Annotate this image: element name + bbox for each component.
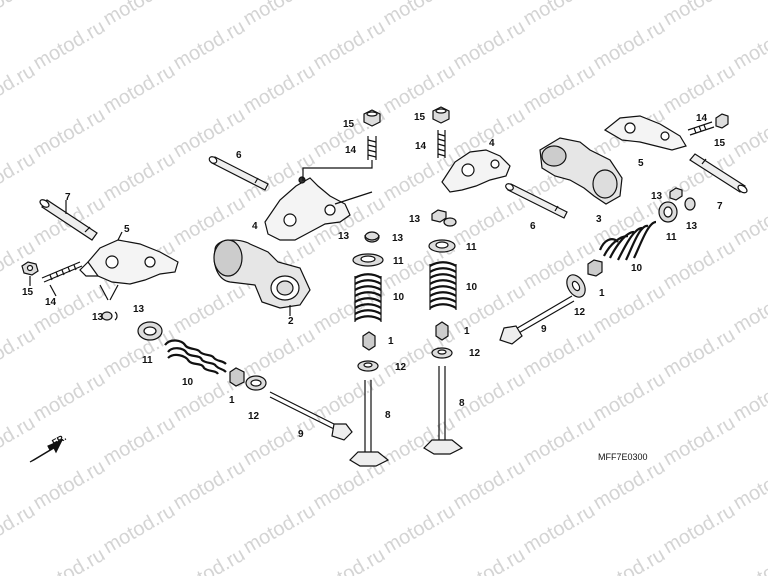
callout-10: 10 — [631, 263, 643, 274]
callout-14: 14 — [696, 113, 708, 124]
camshaft-3-right[interactable] — [539, 137, 623, 205]
callout-1: 1 — [388, 336, 394, 347]
callout-15: 15 — [714, 138, 726, 149]
spring-seat-12-center-right[interactable] — [431, 347, 453, 359]
callout-13: 13 — [409, 214, 421, 225]
leader-line — [49, 284, 57, 297]
callout-1: 1 — [599, 288, 605, 299]
callout-2: 2 — [288, 316, 294, 327]
callout-7: 7 — [65, 192, 71, 203]
adjusting-screw-14-right[interactable] — [687, 121, 715, 136]
spring-retainer-11-left-front[interactable] — [137, 321, 163, 341]
rocker-shaft-7-right[interactable] — [689, 153, 748, 194]
callout-1: 1 — [464, 326, 470, 337]
spring-retainer-11-center-left[interactable] — [352, 253, 384, 267]
cotter-13-center-left[interactable] — [364, 231, 380, 243]
cotter-13-center-right[interactable] — [431, 209, 457, 227]
callout-13: 13 — [686, 221, 698, 232]
callout-3: 3 — [596, 214, 602, 225]
callout-1: 1 — [229, 395, 235, 406]
rocker-arm-5-right[interactable] — [603, 115, 687, 151]
callout-6: 6 — [530, 221, 536, 232]
callout-14: 14 — [415, 141, 427, 152]
callout-10: 10 — [393, 292, 405, 303]
leader-line — [109, 284, 119, 301]
valve-spring-10-right-front[interactable] — [598, 220, 657, 261]
adjusting-screw-14-center-left[interactable] — [367, 136, 377, 160]
leader-line — [99, 284, 109, 301]
spring-seat-12-left-front[interactable] — [245, 375, 267, 391]
callout-13: 13 — [133, 304, 145, 315]
valve-stem-seal-1-left-front[interactable] — [229, 367, 245, 387]
valve-9-right-front[interactable] — [499, 295, 575, 345]
leader-line — [334, 191, 373, 205]
rocker-arm-4-center-right[interactable] — [441, 149, 511, 193]
callout-14: 14 — [45, 297, 57, 308]
callout-11: 11 — [466, 242, 477, 253]
diagram-code: MFF7E0300 — [598, 452, 648, 462]
callout-13: 13 — [338, 231, 350, 242]
valve-9-left-front[interactable] — [269, 391, 353, 441]
callout-10: 10 — [466, 282, 478, 293]
callout-7: 7 — [717, 201, 723, 212]
valve-8-center-right[interactable] — [423, 366, 464, 455]
callout-12: 12 — [574, 307, 586, 318]
callout-14: 14 — [345, 145, 357, 156]
lock-nut-15-left[interactable] — [21, 261, 39, 276]
valve-spring-10-center-right[interactable] — [429, 261, 457, 310]
valve-8-center-left[interactable] — [349, 380, 390, 467]
lock-nut-15-center-right[interactable] — [432, 106, 450, 124]
spring-seat-12-center-left[interactable] — [357, 360, 379, 372]
valve-spring-10-center-left[interactable] — [354, 273, 382, 322]
lock-nut-15-center-left[interactable] — [363, 109, 381, 127]
cotter-13-right[interactable] — [669, 187, 696, 211]
callout-4: 4 — [489, 138, 495, 149]
lock-nut-15-right[interactable] — [715, 113, 729, 129]
valve-stem-seal-1-center-right[interactable] — [435, 321, 449, 341]
front-marker-text: FR. — [50, 432, 67, 448]
callout-4: 4 — [252, 221, 258, 232]
callout-8: 8 — [385, 410, 391, 421]
adjusting-screw-14-center-right[interactable] — [437, 130, 446, 158]
valve-stem-seal-1-right-front[interactable] — [587, 259, 603, 277]
callout-6: 6 — [236, 150, 242, 161]
valve-stem-seal-1-center-left[interactable] — [362, 331, 376, 351]
callout-15: 15 — [414, 112, 426, 123]
spring-retainer-11-center-right[interactable] — [428, 239, 456, 253]
rocker-arm-5-left[interactable] — [79, 231, 179, 285]
callout-12: 12 — [248, 411, 260, 422]
callout-12: 12 — [469, 348, 481, 359]
callout-13: 13 — [92, 312, 104, 323]
rocker-shaft-7-left[interactable] — [39, 198, 98, 241]
callout-9: 9 — [541, 324, 547, 335]
callout-labels: 15 14 15 14 6 4 4 7 5 15 14 13 13 13 13 … — [22, 112, 726, 440]
callout-10: 10 — [182, 377, 194, 388]
callout-15: 15 — [343, 119, 355, 130]
adjusting-screw-14-left[interactable] — [41, 261, 83, 283]
callout-9: 9 — [298, 429, 304, 440]
callout-5: 5 — [638, 158, 644, 169]
callout-5: 5 — [124, 224, 130, 235]
rocker-shaft-6-left[interactable] — [208, 155, 269, 191]
leader-line — [302, 160, 373, 181]
callout-11: 11 — [393, 256, 404, 267]
callout-15: 15 — [22, 287, 34, 298]
rocker-shaft-6-right[interactable] — [505, 182, 568, 219]
callout-11: 11 — [666, 232, 677, 243]
callout-8: 8 — [459, 398, 465, 409]
valve-spring-10-left-front[interactable] — [164, 339, 227, 375]
spring-seat-12-right-front[interactable] — [563, 272, 589, 301]
callout-12: 12 — [395, 362, 407, 373]
callout-11: 11 — [142, 355, 153, 366]
front-direction-arrow: FR. — [29, 432, 68, 463]
callout-13: 13 — [651, 191, 663, 202]
camshaft-2-left[interactable] — [213, 239, 311, 309]
spring-retainer-11-right-front[interactable] — [658, 201, 678, 223]
cotter-13-left[interactable] — [101, 311, 118, 321]
callout-13: 13 — [392, 233, 404, 244]
